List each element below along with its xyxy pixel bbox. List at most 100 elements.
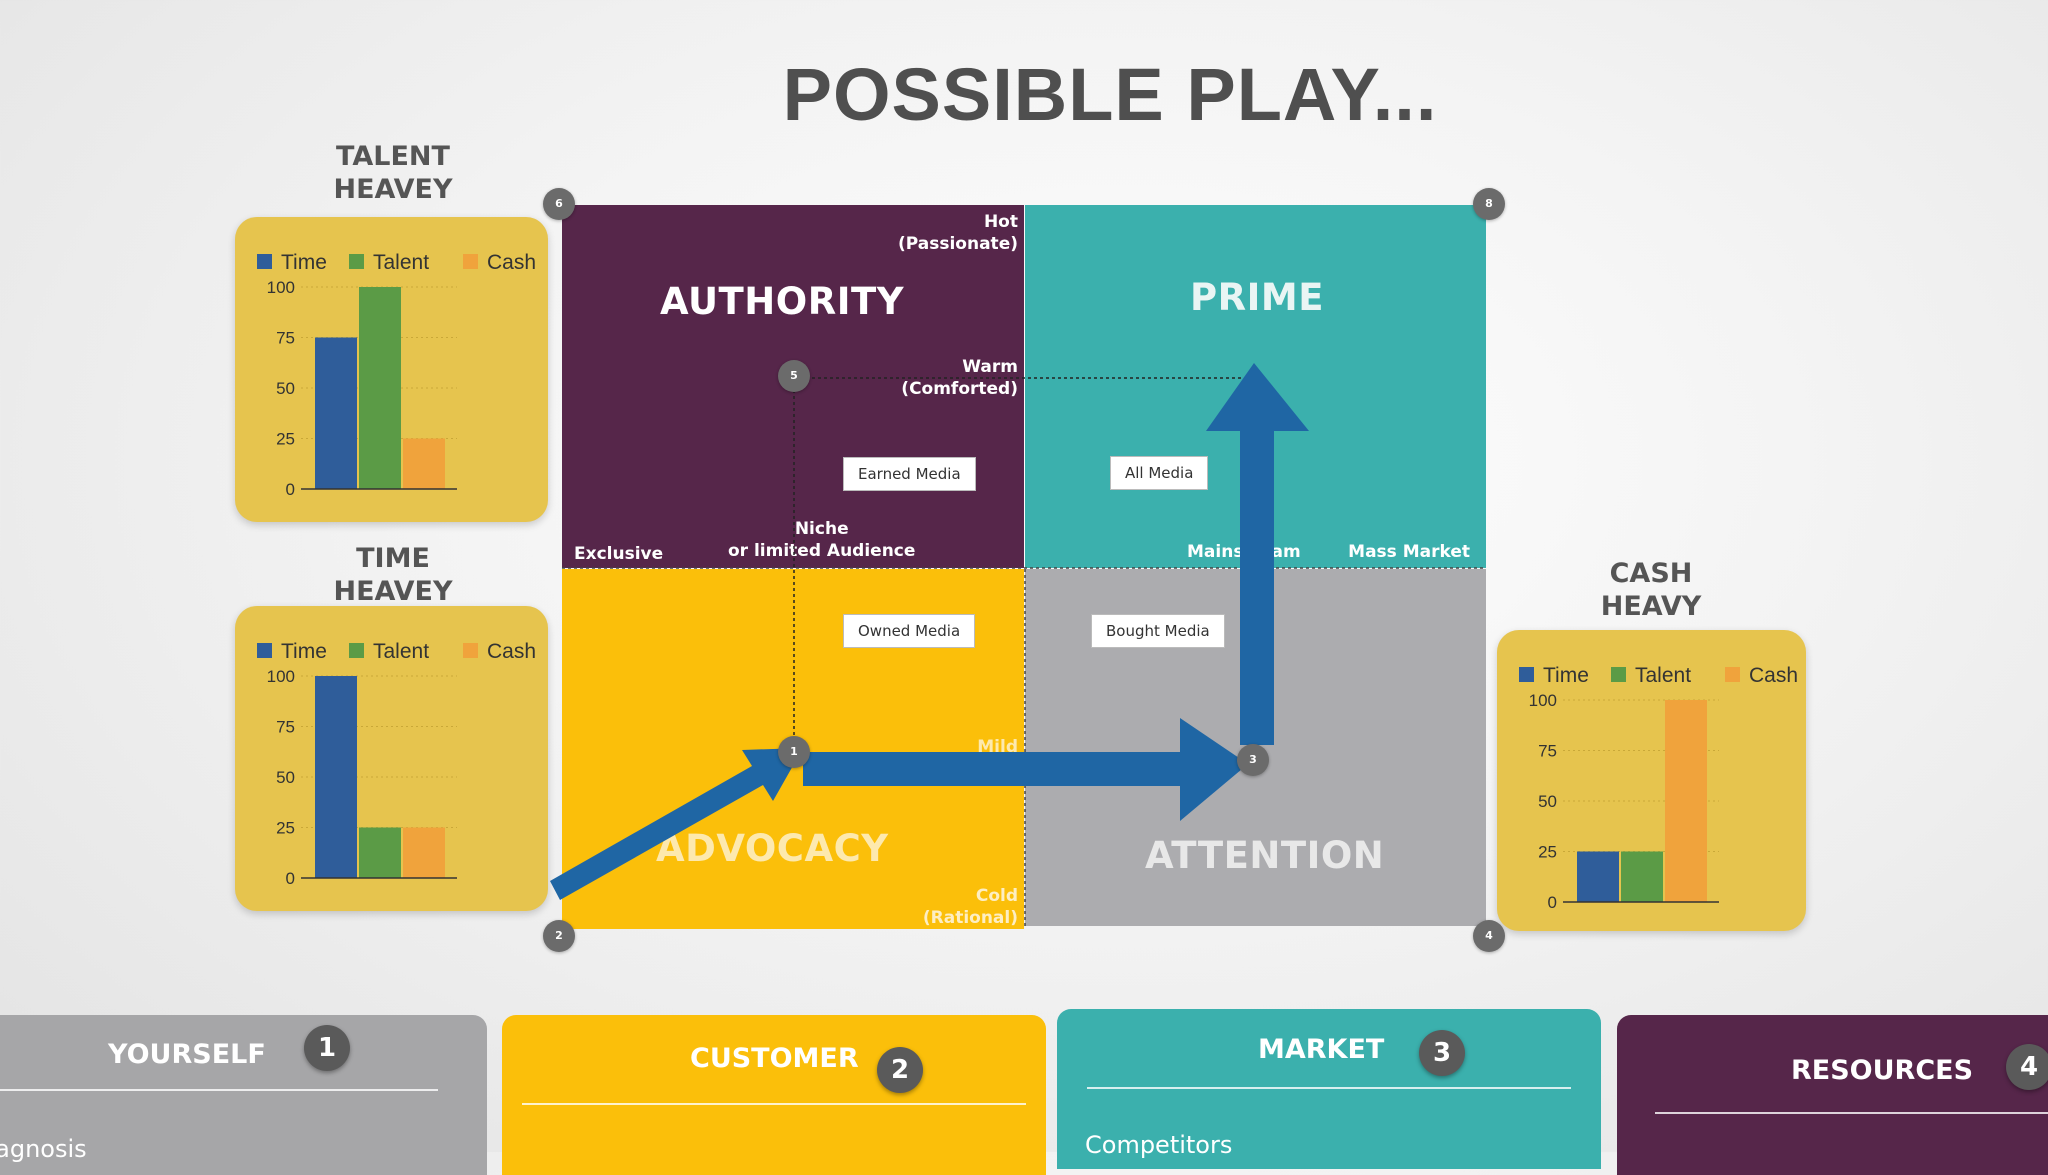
- y-tick-label: 50: [1538, 792, 1557, 811]
- resources-panel-divider: [1655, 1112, 2048, 1114]
- market-panel-item: Competitors: [1085, 1131, 1233, 1159]
- resources-panel-number: 4: [2006, 1044, 2048, 1090]
- y-tick-label: 75: [276, 718, 295, 737]
- y-tick-label: 100: [1529, 691, 1557, 710]
- bought-media-label: Bought Media: [1091, 614, 1225, 648]
- legend-swatch-talent: [1611, 667, 1626, 682]
- legend-swatch-cash: [1725, 667, 1740, 682]
- legend-label-time: Time: [281, 251, 327, 274]
- yourself-panel-title: YOURSELF: [108, 1039, 266, 1070]
- market-panel-title: MARKET: [1258, 1034, 1385, 1065]
- market-panel-divider: [1087, 1087, 1571, 1089]
- time-heavy-heading: TIME HEAVEY: [300, 542, 486, 608]
- legend-swatch-talent: [349, 254, 364, 269]
- y-tick-label: 0: [286, 480, 295, 499]
- cold-label-line2: (Rational): [922, 908, 1018, 928]
- legend-label-time: Time: [1543, 664, 1589, 687]
- page-title: POSSIBLE PLAY...: [782, 53, 1438, 136]
- bar-time: [315, 337, 357, 489]
- arrow-segment-horizontal: [803, 718, 1248, 821]
- bar-chart: Time Talent Cash 100 75 50 25 0: [257, 640, 536, 888]
- y-tick-label: 25: [276, 819, 295, 838]
- point-marker-1: 1: [778, 736, 810, 768]
- y-tick-label: 75: [1538, 742, 1557, 761]
- customer-panel-title: CUSTOMER: [690, 1043, 859, 1074]
- talent-heavy-heading-line2: HEAVEY: [333, 174, 453, 205]
- legend-label-time: Time: [281, 640, 327, 663]
- point-marker-3: 3: [1237, 744, 1269, 776]
- y-tick-label: 100: [267, 667, 295, 686]
- arrow-segment-diagonal: [550, 748, 803, 900]
- resources-panel[interactable]: RESOURCES 4: [1617, 1015, 2048, 1175]
- bar-talent: [359, 287, 401, 489]
- advocacy-label: ADVOCACY: [656, 827, 889, 870]
- legend-label-talent: Talent: [373, 251, 429, 274]
- y-tick-label: 0: [1548, 893, 1557, 912]
- legend-swatch-time: [257, 643, 272, 658]
- legend-swatch-cash: [463, 643, 478, 658]
- hot-label-line1: Hot: [983, 212, 1018, 232]
- owned-media-label: Owned Media: [843, 614, 976, 648]
- warm-label: Warm (Comforted): [901, 356, 1018, 400]
- bar-cash: [403, 827, 445, 878]
- bar-talent: [1621, 851, 1663, 902]
- yourself-panel-divider: [0, 1089, 438, 1091]
- legend-label-cash: Cash: [1749, 664, 1798, 687]
- legend-label-cash: Cash: [487, 640, 536, 663]
- mass-market-label: Mass Market: [1348, 542, 1470, 562]
- yourself-panel[interactable]: YOURSELF 1 Diagnosis: [0, 1015, 487, 1175]
- customer-panel-number: 2: [877, 1047, 923, 1093]
- earned-media-label: Earned Media: [843, 457, 976, 491]
- y-tick-label: 50: [276, 768, 295, 787]
- point-marker-2: 2: [543, 920, 575, 952]
- niche-label: Niche or limited Audience: [728, 518, 915, 562]
- bar-cash: [1665, 700, 1707, 902]
- legend-swatch-talent: [349, 643, 364, 658]
- y-tick-label: 75: [276, 329, 295, 348]
- point-marker-5: 5: [778, 360, 810, 392]
- legend-swatch-cash: [463, 254, 478, 269]
- market-panel[interactable]: MARKET 3 Competitors: [1057, 1009, 1601, 1169]
- yourself-panel-number: 1: [304, 1025, 350, 1071]
- cash-heavy-heading-line1: CASH: [1609, 558, 1693, 589]
- y-tick-label: 100: [267, 278, 295, 297]
- time-heavy-chart-card: Time Talent Cash 100 75 50 25 0: [235, 606, 548, 911]
- y-tick-label: 0: [286, 869, 295, 888]
- talent-heavy-heading: TALENT HEAVEY: [300, 140, 486, 206]
- y-tick-label: 50: [276, 379, 295, 398]
- yourself-panel-item: Diagnosis: [0, 1135, 87, 1163]
- cold-label-line1: Cold: [975, 886, 1018, 906]
- point-marker-4: 4: [1473, 920, 1505, 952]
- hot-label: Hot (Passionate): [898, 211, 1018, 255]
- legend-swatch-time: [1519, 667, 1534, 682]
- market-panel-number: 3: [1419, 1030, 1465, 1076]
- niche-label-line1: Niche: [794, 519, 849, 539]
- niche-label-line2: or limited Audience: [728, 541, 916, 561]
- cash-heavy-heading-line2: HEAVY: [1600, 591, 1702, 622]
- time-heavy-heading-line1: TIME: [356, 543, 430, 574]
- time-heavy-heading-line2: HEAVEY: [333, 576, 453, 607]
- cold-label: Cold (Rational): [923, 885, 1018, 929]
- warm-label-line2: (Comforted): [901, 379, 1018, 399]
- arrow-segment-vertical: [1206, 363, 1309, 745]
- exclusive-label: Exclusive: [574, 544, 664, 564]
- resources-panel-title: RESOURCES: [1791, 1055, 1974, 1086]
- point-marker-6: 6: [543, 188, 575, 220]
- prime-label: PRIME: [1190, 276, 1324, 319]
- point-marker-8: 8: [1473, 188, 1505, 220]
- y-tick-label: 25: [276, 430, 295, 449]
- legend-label-talent: Talent: [1635, 664, 1691, 687]
- legend-swatch-time: [257, 254, 272, 269]
- warm-label-line1: Warm: [962, 357, 1018, 377]
- bar-time: [1577, 851, 1619, 902]
- customer-panel-divider: [522, 1103, 1026, 1105]
- bar-cash: [403, 438, 445, 489]
- talent-heavy-heading-line1: TALENT: [336, 141, 450, 172]
- legend-label-talent: Talent: [373, 640, 429, 663]
- hot-label-line2: (Passionate): [898, 234, 1018, 254]
- customer-panel[interactable]: CUSTOMER 2: [502, 1015, 1046, 1175]
